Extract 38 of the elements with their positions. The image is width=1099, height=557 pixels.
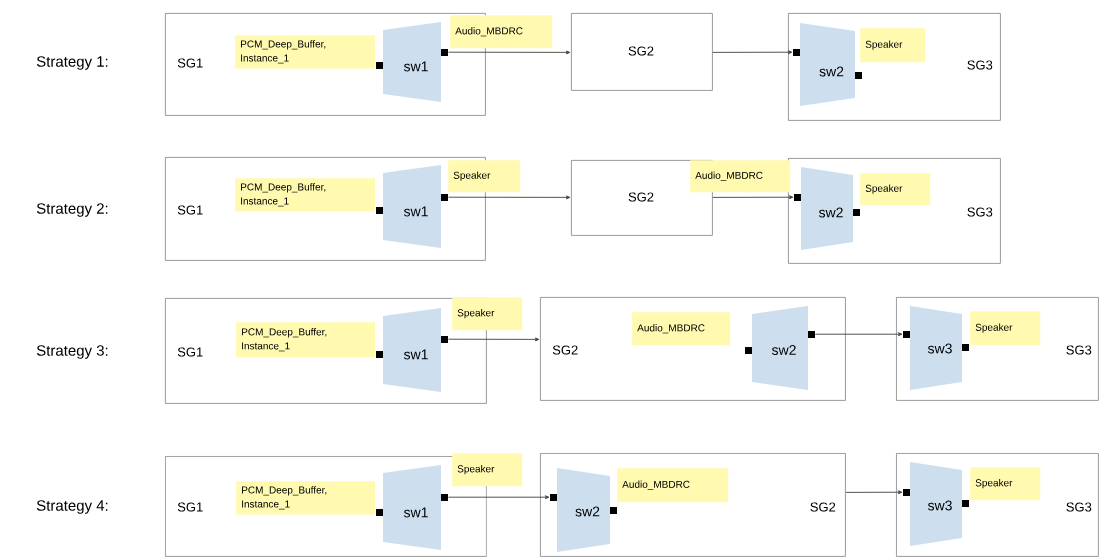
arrow <box>814 332 903 337</box>
switch-trapezoid: sw2 <box>752 306 808 390</box>
switch-trapezoid: sw1 <box>383 165 441 248</box>
highlight-label: PCM_Deep_Buffer, Instance_1 <box>235 35 376 69</box>
highlight-label: PCM_Deep_Buffer, Instance_1 <box>236 481 376 515</box>
switch-trapezoid: sw1 <box>383 22 441 102</box>
strategy-label: Strategy 3: <box>36 345 108 359</box>
highlight-label: Speaker <box>452 453 523 487</box>
switch-trapezoid: sw3 <box>910 306 962 390</box>
highlight-label: PCM_Deep_Buffer, Instance_1 <box>236 322 376 358</box>
highlight-label: Speaker <box>452 297 523 331</box>
highlight-label: Speaker <box>970 311 1041 346</box>
switch-trapezoid: sw2 <box>800 23 855 106</box>
highlight-label: PCM_Deep_Buffer, Instance_1 <box>235 178 376 212</box>
switch-trapezoid: sw3 <box>910 462 962 546</box>
arrow <box>712 195 794 200</box>
switch-trapezoid: sw2 <box>801 167 853 250</box>
strategy-label: Strategy 4: <box>36 500 108 514</box>
strategy-label: Strategy 2: <box>36 203 108 217</box>
subgraph-box: SG2 <box>571 13 713 91</box>
highlight-label: Audio_MBDRC <box>617 468 729 503</box>
arrow <box>712 50 793 55</box>
highlight-label: Speaker <box>970 467 1041 501</box>
arrow <box>845 490 903 495</box>
arrow <box>447 50 571 55</box>
switch-trapezoid: sw2 <box>557 468 610 552</box>
highlight-label: Speaker <box>860 28 926 63</box>
switch-trapezoid: sw1 <box>383 465 441 550</box>
switch-trapezoid: sw1 <box>383 308 441 392</box>
highlight-label: Speaker <box>448 160 521 193</box>
highlight-label: Audio_MBDRC <box>690 160 791 193</box>
highlight-label: Speaker <box>860 173 931 206</box>
highlight-label: Audio_MBDRC <box>450 15 553 49</box>
strategy-label: Strategy 1: <box>36 56 108 70</box>
highlight-label: Audio_MBDRC <box>632 312 731 346</box>
arrow <box>447 195 571 200</box>
arrow <box>447 495 550 500</box>
arrow <box>447 337 540 342</box>
